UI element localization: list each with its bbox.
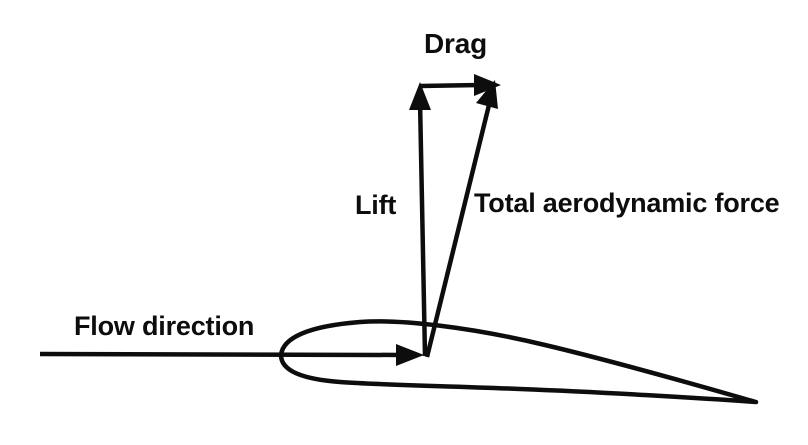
flow-direction-arrow-shaft bbox=[39, 351, 405, 358]
drag-vector-arrow-head bbox=[474, 74, 501, 96]
lift-vector-shaft bbox=[417, 99, 428, 357]
drag-label: Drag bbox=[424, 28, 487, 59]
total-aerodynamic-force-vector bbox=[424, 80, 498, 358]
airfoil-cross-section bbox=[278, 319, 759, 405]
flow-direction-arrow bbox=[39, 344, 424, 366]
total-force-vector-shaft bbox=[424, 104, 492, 358]
flow-direction-arrow-head bbox=[396, 344, 424, 366]
total-aerodynamic-force-label: Total aerodynamic force bbox=[474, 188, 780, 218]
drag-vector bbox=[419, 74, 501, 96]
flow-direction-label: Flow direction bbox=[74, 311, 255, 341]
lift-vector-arrow-head bbox=[409, 82, 431, 110]
airfoil-outline bbox=[278, 319, 759, 405]
drag-vector-shaft bbox=[419, 82, 481, 89]
lift-label: Lift bbox=[355, 190, 397, 220]
lift-vector bbox=[409, 82, 431, 357]
